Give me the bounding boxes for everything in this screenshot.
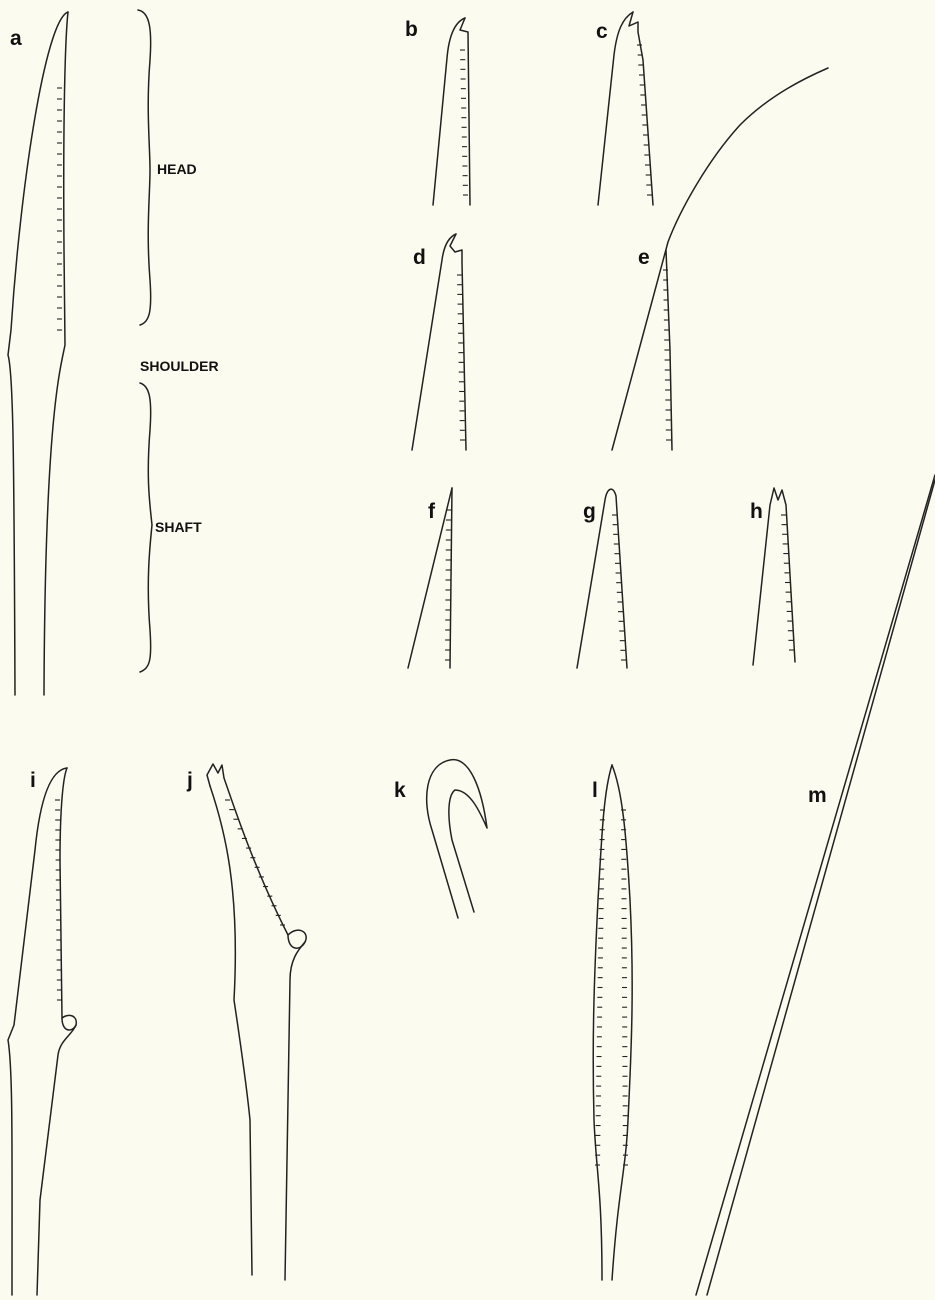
- shaft-label: SHAFT: [155, 519, 202, 535]
- panel-label-h: h: [750, 500, 763, 523]
- panel-label-a: a: [10, 27, 22, 50]
- panel-m-chaeta: [696, 475, 935, 1295]
- head-brace: [138, 10, 151, 325]
- panel-l-chaeta: [593, 765, 632, 1280]
- panel-label-l: l: [592, 779, 598, 802]
- panel-c-serrations: [637, 45, 652, 195]
- panel-label-f: f: [428, 500, 436, 523]
- panel-label-b: b: [405, 18, 418, 41]
- panel-i-chaeta: [8, 768, 76, 1295]
- panel-label-i: i: [30, 769, 36, 792]
- panel-b-serrations: [460, 50, 468, 195]
- head-label: HEAD: [157, 161, 197, 177]
- panel-a-chaeta: [8, 12, 68, 695]
- shaft-brace: [140, 383, 152, 672]
- panel-label-c: c: [596, 20, 608, 43]
- panel-a-serrations: [57, 88, 62, 330]
- panel-b-chaeta: [433, 18, 470, 205]
- panel-j-chaeta: [207, 764, 306, 1280]
- panel-label-k: k: [394, 779, 406, 802]
- panel-k-chaeta: [427, 760, 487, 918]
- panel-label-j: j: [186, 769, 193, 792]
- panel-label-g: g: [583, 500, 596, 523]
- shoulder-label: SHOULDER: [140, 358, 219, 374]
- panel-label-e: e: [638, 246, 650, 269]
- panel-label-d: d: [413, 246, 426, 269]
- panel-label-m: m: [808, 784, 827, 807]
